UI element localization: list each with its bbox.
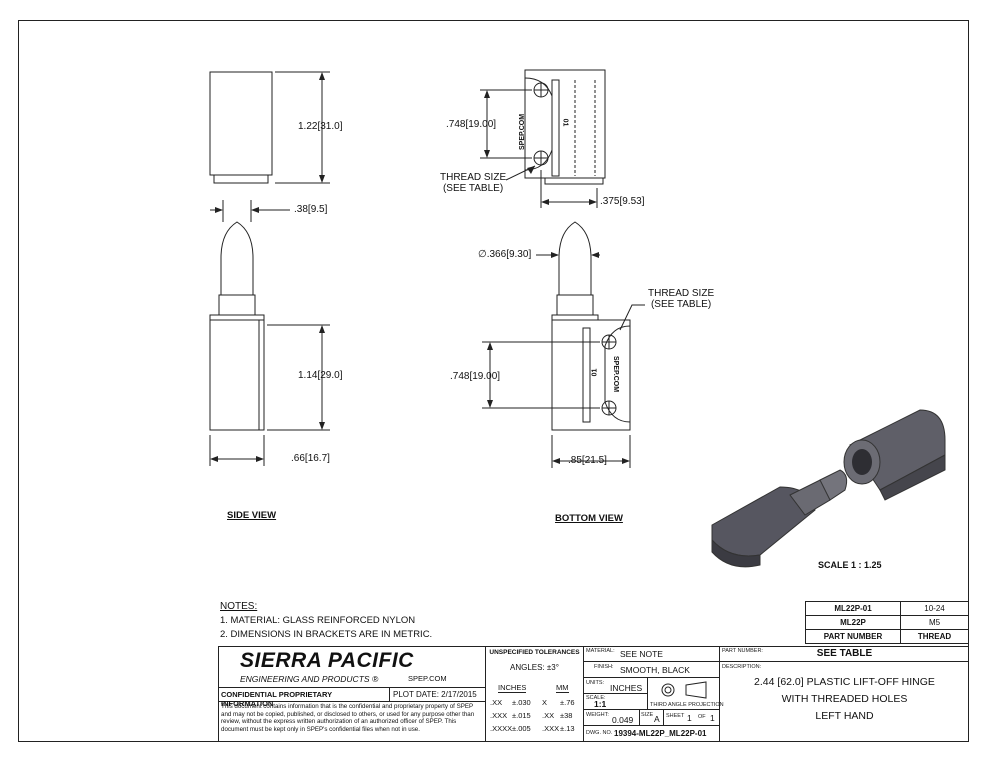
material-cell: MATERIAL: SEE NOTE	[584, 646, 720, 662]
dim-side-bottom-height: 1.14[29.0]	[298, 370, 343, 381]
projection-cell: THIRD ANGLE PROJECTION	[648, 678, 724, 710]
mm-header: MM	[556, 683, 569, 693]
company-name: SIERRA PACIFIC	[240, 649, 414, 672]
angles: ANGLES: ±3°	[510, 663, 559, 672]
material-value: SEE NOTE	[620, 649, 663, 659]
part-mark-top: SPEP.COM	[519, 113, 526, 150]
description-cell: DESCRIPTION: 2.44 [62.0] PLASTIC LIFT-OF…	[720, 662, 969, 742]
side-view-label: SIDE VIEW	[227, 510, 277, 521]
plot-date: PLOT DATE: 2/17/2015	[390, 688, 486, 702]
disclaimer: This document contains information that …	[218, 702, 486, 742]
tolerances-title: UNSPECIFIED TOLERANCES	[489, 649, 580, 656]
confidential-label: CONFIDENTIAL PROPRIETARY INFORMATION	[218, 688, 390, 708]
title-block	[218, 646, 969, 742]
dim-top-hole-spacing: .748[19.00]	[446, 119, 497, 130]
size-cell: SIZE A	[640, 710, 664, 726]
inches-header: INCHES	[498, 683, 527, 693]
description: 2.44 [62.0] PLASTIC LIFT-OFF HINGE WITH …	[720, 674, 969, 725]
dim-pin-diameter: ∅.366[9.30]	[478, 249, 532, 260]
scale-value: 1:1	[594, 699, 607, 709]
notes-title: NOTES:	[220, 601, 258, 612]
part-number-cell: PART NUMBER: SEE TABLE	[720, 646, 969, 662]
units-cell: UNITS: INCHES	[584, 678, 648, 694]
part-mark-bottom: SPEP.COM	[612, 356, 619, 393]
description-line: 2.44 [62.0] PLASTIC LIFT-OFF HINGE	[754, 676, 935, 688]
company-sub: ENGINEERING AND PRODUCTS ®	[240, 674, 379, 684]
finish-value: SMOOTH, BLACK	[620, 665, 690, 675]
bottom-pin	[558, 221, 592, 296]
part-code-bottom: 01	[591, 368, 599, 377]
units-value: INCHES	[610, 683, 643, 693]
dim-bottom-hole-spacing: .748[19.00]	[450, 371, 501, 382]
dwg-cell: DWG. NO. 19394-ML22P_ML22P-01	[584, 726, 720, 742]
thread-size-callout-2: THREAD SIZE(SEE TABLE)	[648, 288, 715, 310]
finish-cell: FINISH: SMOOTH, BLACK	[584, 662, 720, 678]
bottom-view-label: BOTTOM VIEW	[555, 513, 623, 524]
sheet-value: 1	[687, 713, 692, 723]
dim-side-width: .66[16.7]	[291, 453, 330, 464]
projection-label: THIRD ANGLE PROJECTION	[650, 702, 724, 708]
side-top-block	[209, 71, 273, 176]
dim-side-top-height: 1.22[31.0]	[298, 121, 343, 132]
weight-cell: WEIGHT: 0.049	[584, 710, 640, 726]
dim-bottom-width: .85[21.5]	[568, 455, 607, 466]
projection-icon	[661, 681, 707, 699]
table-header-thread: THREAD	[900, 629, 969, 644]
notes: NOTES: 1. MATERIAL: GLASS REINFORCED NYL…	[220, 601, 432, 640]
sheet-cell: SHEET 1 OF 1	[664, 710, 720, 726]
dim-top-offset: .375[9.53]	[600, 196, 645, 207]
description-line: WITH THREADED HOLES	[781, 693, 908, 705]
part-number-value: SEE TABLE	[816, 648, 873, 659]
dim-side-pin-width: .38[9.5]	[294, 204, 328, 215]
table-header-part: PART NUMBER	[805, 629, 901, 644]
table-row-part: ML22P-01	[805, 601, 901, 616]
description-line: LEFT HAND	[815, 710, 874, 722]
company-cell: SIERRA PACIFIC ENGINEERING AND PRODUCTS …	[218, 646, 486, 688]
side-lower-block	[209, 319, 265, 431]
scale-label: SCALE 1 : 1.25	[818, 560, 882, 570]
note-1: 1. MATERIAL: GLASS REINFORCED NYLON	[220, 615, 416, 626]
sheet-total: 1	[710, 713, 715, 723]
thread-size-callout-1: THREAD SIZE(SEE TABLE)	[440, 172, 507, 194]
table-row-thread: M5	[900, 615, 969, 630]
side-top-base	[213, 174, 269, 184]
size-value: A	[654, 714, 660, 724]
scale-cell: SCALE: 1:1	[584, 694, 648, 710]
bottom-view-body	[551, 319, 631, 431]
part-code-top: 01	[561, 118, 569, 127]
tolerance-row: .XXX±.015.XX±38	[490, 711, 573, 720]
weight-value: 0.049	[612, 715, 634, 725]
table-row-part: ML22P	[805, 615, 901, 630]
website: SPEP.COM	[408, 674, 447, 683]
tolerances-cell: UNSPECIFIED TOLERANCES ANGLES: ±3° INCHE…	[486, 646, 584, 742]
dwg-number: 19394-ML22P_ML22P-01	[614, 729, 707, 738]
side-pin	[220, 221, 254, 296]
note-2: 2. DIMENSIONS IN BRACKETS ARE IN METRIC.	[220, 629, 433, 640]
tolerance-row: .XXXX±.005.XXX±.13	[490, 724, 575, 733]
table-row-thread: 10-24	[900, 601, 969, 616]
isometric-render	[711, 409, 946, 568]
